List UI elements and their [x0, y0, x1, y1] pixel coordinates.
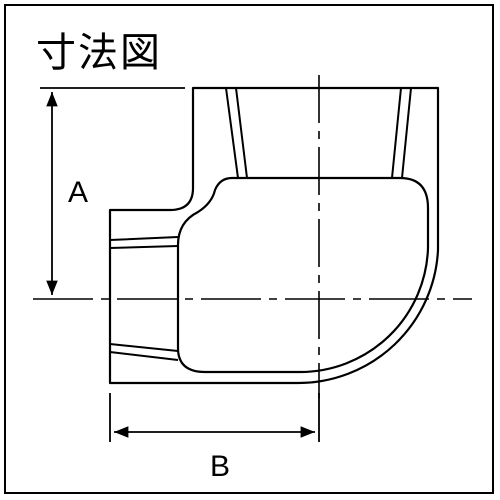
dim-a-label: A: [68, 176, 88, 209]
side-socket-taper-top: [109, 236, 179, 249]
elbow-outer-outline: [108, 86, 440, 385]
page-title: 寸法図: [36, 30, 162, 76]
side-socket-taper-bottom: [109, 343, 179, 361]
top-socket-taper-left: [225, 87, 248, 179]
diagram-frame: [4, 4, 494, 494]
top-socket-taper-right: [391, 87, 412, 179]
dim-b-label: B: [210, 450, 230, 483]
elbow-inner-cavity: [176, 176, 430, 374]
